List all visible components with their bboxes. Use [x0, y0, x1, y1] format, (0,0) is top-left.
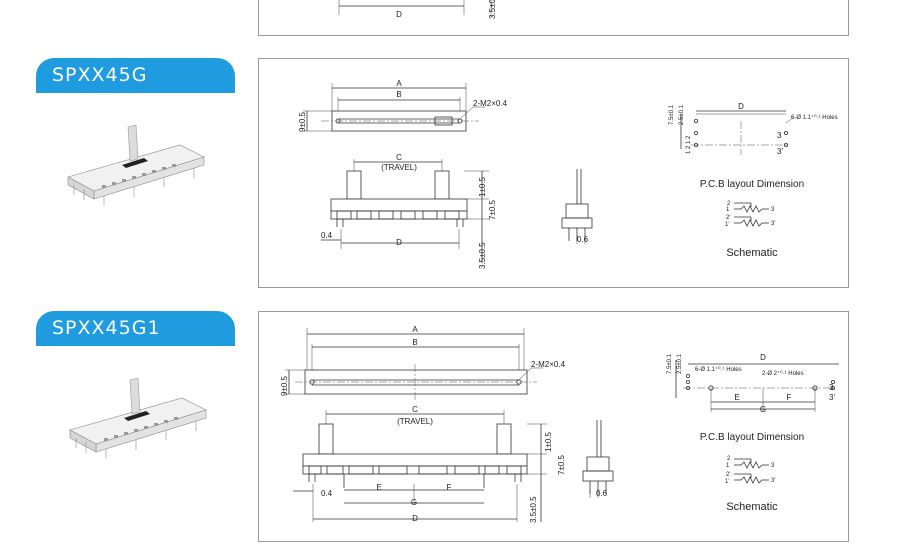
- pcb-dim-d: D: [738, 102, 744, 111]
- product-name: SPXX45G1: [52, 317, 161, 339]
- product-photo: [67, 124, 205, 205]
- dim-d: D: [396, 238, 402, 247]
- dim-a: A: [396, 79, 402, 88]
- schematic-title: Schematic: [726, 501, 778, 513]
- travel-label: (TRAVEL): [381, 163, 417, 172]
- dim-f: F: [447, 483, 452, 492]
- dim-0-4: 0.4: [321, 489, 333, 498]
- product-title-tab: SPXX45G: [36, 58, 235, 93]
- pcb-pin-3p: 3': [829, 393, 835, 402]
- dim-1: 1±0.5: [544, 431, 553, 452]
- schematic-pin-1: 1: [726, 463, 730, 469]
- mount-label: 2-M2×0.4: [473, 99, 508, 108]
- dim-b: B: [412, 338, 417, 347]
- dimension-drawing: A B 2-M2×0.4 9±0.5 C (TRAVEL): [280, 325, 839, 523]
- travel-label: (TRAVEL): [397, 417, 433, 426]
- schematic-pin-1p: 1': [725, 222, 729, 228]
- schematic-pin-1p: 1': [725, 479, 729, 485]
- dim-d: D: [412, 514, 418, 523]
- schematic-pin-2p: 2': [726, 215, 730, 221]
- pcb-dim-f: F: [787, 393, 792, 402]
- dimension-drawing: A B 2-M2×0.4 9±0.5 C (TRAVEL): [298, 79, 838, 269]
- pcb-holes: 6-Ø 1.1⁺⁰·¹ Holes: [791, 114, 838, 121]
- pcb-dim-g: G: [760, 405, 766, 414]
- schematic-pin-3: 3: [771, 207, 775, 213]
- product-photo: [69, 377, 207, 458]
- dim-c: C: [396, 153, 402, 162]
- pcb-pin-3p: 3': [777, 147, 783, 156]
- dim-3-5-label: 3.5±0.5: [488, 0, 497, 19]
- dim-1: 1±0.5: [478, 176, 487, 197]
- dim-d-label: D: [396, 10, 402, 19]
- pcb-dim-2-5: 2.5±0.1: [679, 104, 685, 125]
- schematic-pin-1: 1: [726, 207, 730, 213]
- dim-7: 7±0.5: [488, 199, 497, 220]
- schematic-pin-2p: 2': [726, 472, 730, 478]
- dim-0-6: 0.6: [577, 235, 589, 244]
- schematic-symbol: 2 1 3 2' 1' 3': [725, 456, 775, 485]
- schematic-pin-3: 3: [771, 463, 775, 469]
- pcb-holes-2: 2-Ø 2⁺⁰·¹ Holes: [762, 370, 804, 377]
- dim-c: C: [412, 405, 418, 414]
- dim-0-4: 0.4: [321, 231, 333, 240]
- pcb-title: P.C.B layout Dimension: [700, 179, 804, 190]
- pcb-dim-2-5: 2.5±0.1: [677, 353, 683, 374]
- schematic-pin-3p-right: 3': [771, 478, 775, 484]
- pcb-dim-7-5: 7.5±0.1: [669, 104, 675, 125]
- dim-9: 9±0.5: [280, 375, 289, 396]
- drawing-panel: A B 2-M2×0.4 9±0.5 C (TRAVEL): [258, 58, 849, 288]
- pcb-dim-d: D: [760, 353, 766, 362]
- dim-0-6: 0.6: [596, 489, 608, 498]
- pcb-pin-3: 3: [777, 131, 782, 140]
- schematic-pin-2: 2: [727, 201, 731, 207]
- product-title-tab: SPXX45G1: [36, 311, 235, 346]
- drawing-panel: A B 2-M2×0.4 9±0.5 C (TRAVEL): [258, 311, 849, 542]
- schematic-title: Schematic: [726, 247, 778, 259]
- partial-drawing: D 3.5±0.5: [338, 0, 497, 19]
- dim-3-5: 3.5±0.5: [529, 496, 538, 523]
- mount-label: 2-M2×0.4: [531, 360, 566, 369]
- dim-b: B: [396, 90, 401, 99]
- schematic-pin-3p-right: 3': [771, 221, 775, 227]
- pcb-dim-e: E: [734, 393, 739, 402]
- dim-3-5: 3.5±0.5: [478, 242, 487, 269]
- pcb-pin-3: 3: [829, 383, 834, 392]
- dim-9: 9±0.5: [298, 111, 307, 132]
- pcb-dim-1-2: 1 2 1 2: [686, 135, 692, 154]
- dim-a: A: [412, 325, 418, 334]
- schematic-symbol: 2 1 3 2' 1' 3': [725, 201, 775, 228]
- pcb-title: P.C.B layout Dimension: [700, 432, 804, 443]
- schematic-pin-2: 2: [727, 456, 731, 462]
- drawing-panel-top-partial: D 3.5±0.5: [258, 0, 849, 36]
- dim-e: E: [376, 483, 381, 492]
- pcb-holes: 6-Ø 1.1⁺⁰·¹ Holes: [695, 366, 742, 373]
- dim-7: 7±0.5: [557, 454, 566, 475]
- pcb-dim-7-5: 7.5±0.1: [667, 353, 673, 374]
- dim-g: G: [411, 498, 417, 507]
- product-name: SPXX45G: [52, 64, 148, 86]
